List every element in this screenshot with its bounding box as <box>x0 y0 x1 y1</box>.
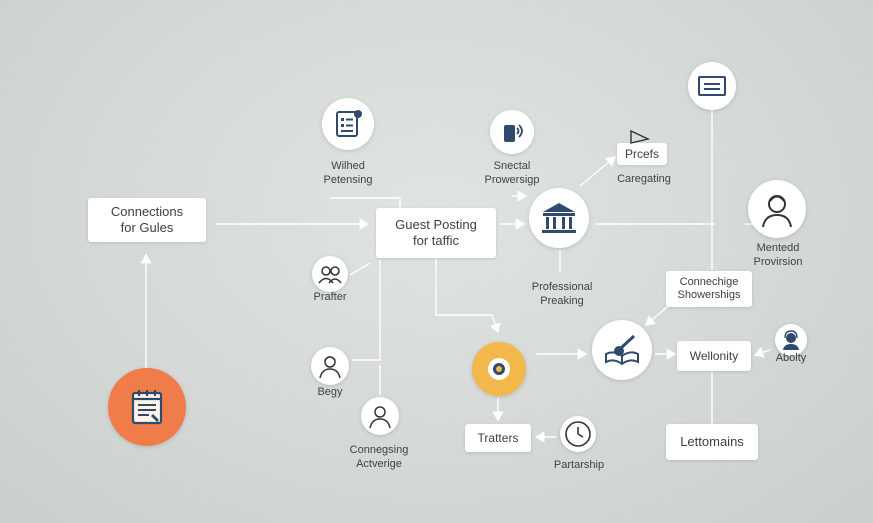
clock-icon[interactable] <box>560 416 596 452</box>
connechige-box[interactable]: Connechige Showershigs <box>666 271 752 307</box>
wellonity-box[interactable]: Wellonity <box>677 341 751 371</box>
lettomains-box[interactable]: Lettomains <box>666 424 758 460</box>
guest-posting-box[interactable]: Guest Posting for taffic <box>376 208 496 258</box>
phone-signal-icon[interactable] <box>490 110 534 154</box>
label-abolty: Abolty <box>775 352 807 364</box>
checklist-icon[interactable] <box>322 98 374 150</box>
bank-icon[interactable] <box>529 188 589 248</box>
user-icon[interactable] <box>311 347 349 385</box>
label-prafter: Prafter <box>313 291 347 303</box>
user-avatar-icon[interactable] <box>748 180 806 238</box>
group-icon[interactable] <box>312 256 348 292</box>
prcefs-box[interactable]: Prcefs <box>617 143 667 165</box>
user-outline-icon[interactable] <box>361 397 399 435</box>
label-begy: Begy <box>317 386 343 398</box>
label-snectal: Snectal Prowersigp <box>484 160 540 186</box>
label-partarship: Partarship <box>553 459 605 471</box>
connections-box[interactable]: Connections for Gules <box>88 198 206 242</box>
tratters-box[interactable]: Tratters <box>465 424 531 452</box>
document-icon[interactable] <box>688 62 736 110</box>
label-mentedd: Mentedd Provirsion <box>753 242 803 268</box>
label-professional: Professional Preaking <box>531 281 593 307</box>
label-connegsing: Connegsing Actverige <box>349 444 409 470</box>
support-agent-icon[interactable] <box>775 324 807 356</box>
calendar-note-icon[interactable] <box>108 368 186 446</box>
label-caregating: Caregating <box>617 173 671 185</box>
book-pen-icon[interactable] <box>592 320 652 380</box>
target-icon[interactable] <box>472 342 526 396</box>
label-wilhed: Wilhed Petensing <box>323 160 373 186</box>
flag-icon <box>630 130 650 144</box>
